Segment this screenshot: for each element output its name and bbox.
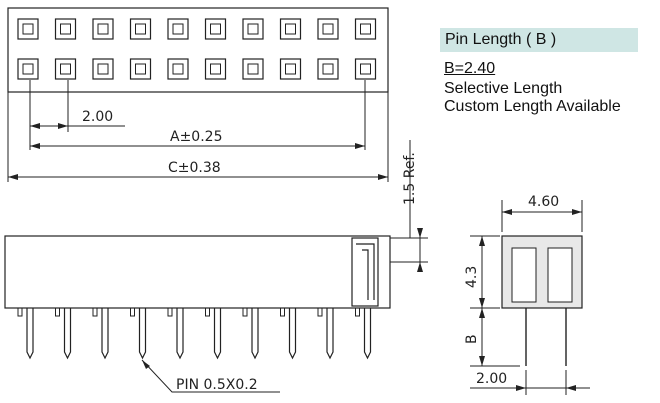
top-view-hole-inner <box>60 63 71 75</box>
top-view <box>7 7 389 93</box>
top-view-hole-inner <box>97 63 109 75</box>
top-view-hole-inner <box>285 23 296 35</box>
front-view-pin <box>363 308 372 360</box>
front-view-pin <box>213 308 222 360</box>
top-view-hole <box>17 18 39 40</box>
front-view-stub <box>205 307 210 317</box>
top-view-hole <box>204 18 227 40</box>
top-view-hole <box>242 58 264 80</box>
top-view-hole <box>167 18 189 40</box>
front-view-stub <box>55 307 60 317</box>
width-side-label: 4.60 <box>528 194 559 210</box>
top-view-hole-inner <box>210 23 221 35</box>
top-view-body <box>7 7 389 93</box>
top-view-hole-inner <box>360 23 371 35</box>
c-dimension-label: C±0.38 <box>168 160 221 176</box>
top-view-hole-inner <box>135 63 146 75</box>
top-view-hole <box>92 18 114 40</box>
top-view-hole-inner <box>360 63 371 75</box>
pitch-top-label: 2.00 <box>82 109 113 125</box>
front-view-pin <box>101 308 109 360</box>
top-view-hole-inner <box>285 63 296 75</box>
front-view-stub <box>280 307 285 317</box>
top-view-hole <box>129 18 152 40</box>
height-side-label: 4.3 <box>464 266 480 288</box>
front-view-pins <box>17 307 372 360</box>
custom-length-text: Custom Length Available <box>444 98 621 115</box>
front-view-stub <box>355 307 360 317</box>
top-view-hole <box>17 58 39 80</box>
top-view-hole-inner <box>322 63 334 75</box>
front-view-cross-section <box>351 237 379 307</box>
pin-leader-arrow <box>142 360 150 369</box>
top-view-hole <box>167 58 189 80</box>
top-view-hole-inner <box>60 23 71 35</box>
front-view-stub <box>17 307 23 317</box>
b-dimension-label: B <box>464 334 480 344</box>
top-view-hole <box>54 18 77 40</box>
top-view-hole-inner <box>172 63 184 75</box>
top-view-hole <box>279 58 302 80</box>
top-view-hole <box>354 18 377 40</box>
top-view-hole-inner <box>22 23 34 35</box>
pin-size-label: PIN 0.5X0.2 <box>176 377 258 393</box>
top-view-hole <box>354 58 377 80</box>
front-view-pin <box>326 308 334 360</box>
top-view-hole-inner <box>210 63 221 75</box>
a-dimension-label: A±0.25 <box>170 129 222 145</box>
front-view-pin <box>138 308 147 360</box>
front-view-pin <box>26 308 34 360</box>
front-view <box>4 235 391 309</box>
top-view-hole-inner <box>247 23 259 35</box>
pitch-side-label: 2.00 <box>476 371 507 387</box>
selective-length-text: Selective Length <box>444 80 563 97</box>
top-view-hole-inner <box>172 23 184 35</box>
front-view-body <box>4 235 391 309</box>
top-view-hole-inner <box>22 63 34 75</box>
front-view-pin <box>63 308 72 360</box>
top-view-hole <box>317 18 339 40</box>
top-view-hole <box>204 58 227 80</box>
front-view-stub <box>242 307 248 317</box>
top-view-hole <box>279 18 302 40</box>
side-view-arrows <box>479 209 582 391</box>
top-view-hole <box>92 58 114 80</box>
top-view-hole-inner <box>322 23 334 35</box>
front-view-pin <box>288 308 297 360</box>
dimension-arrows <box>8 123 423 272</box>
pin-length-title: Pin Length ( B ) <box>440 28 638 52</box>
top-view-hole <box>317 58 339 80</box>
top-view-hole <box>129 58 152 80</box>
top-view-hole-inner <box>247 63 259 75</box>
front-view-pin <box>176 308 184 360</box>
front-view-stub <box>167 307 173 317</box>
top-view-hole-inner <box>97 23 109 35</box>
ref-dimension-label: 1.5 Ref. <box>402 152 418 205</box>
side-view-cavities <box>511 247 573 303</box>
top-view-hole-inner <box>135 23 146 35</box>
front-view-stub <box>317 307 323 317</box>
pin-leader <box>141 359 280 393</box>
b-value: B=2.40 <box>444 60 496 77</box>
top-view-hole <box>242 18 264 40</box>
top-view-holes <box>17 18 377 80</box>
front-view-stub <box>130 307 135 317</box>
top-view-hole <box>54 58 77 80</box>
side-view-pins <box>525 308 567 366</box>
front-view-stub <box>92 307 98 317</box>
front-view-pin <box>251 308 259 360</box>
